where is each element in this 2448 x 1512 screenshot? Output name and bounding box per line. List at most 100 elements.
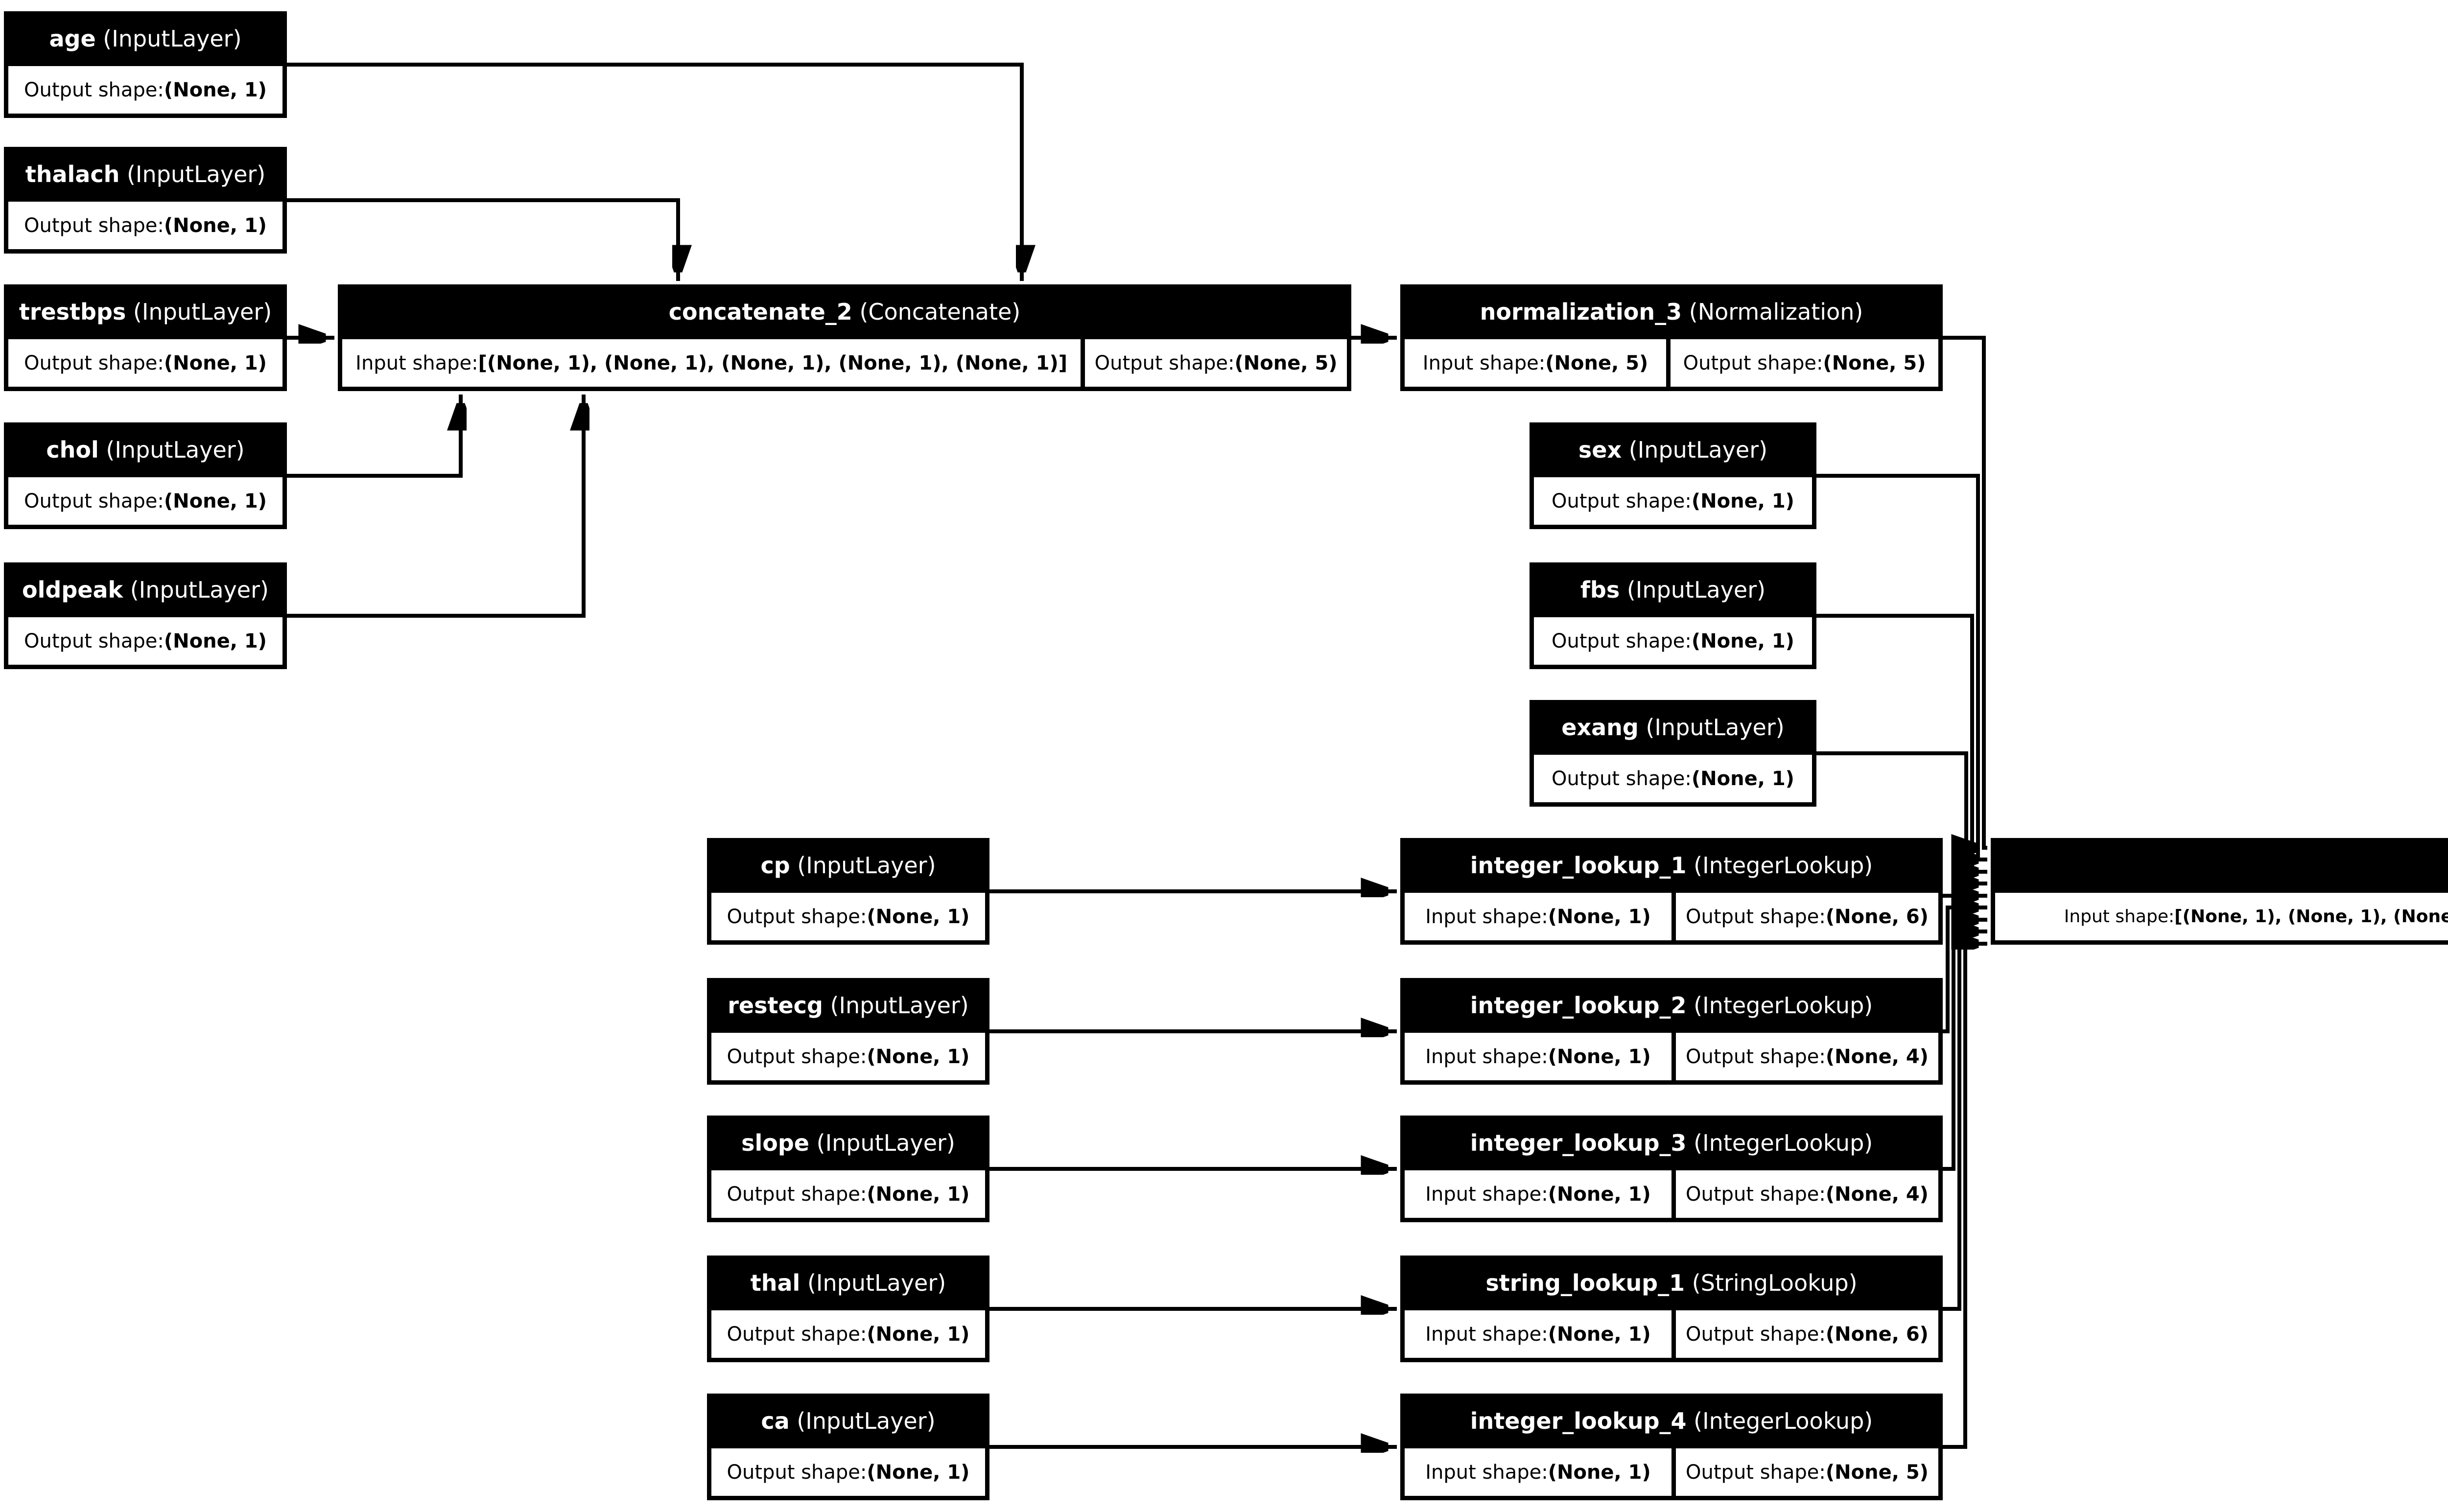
output-shape-label: Output shape: — [24, 351, 164, 374]
input-shape-label: Input shape: — [1425, 1045, 1548, 1068]
node-shape-row: Input shape: [(None, 1), (None, 1), (Non… — [1995, 893, 2448, 940]
layer-type: (InputLayer) — [823, 992, 969, 1019]
output-shape-label: Output shape: — [1686, 905, 1826, 928]
layer-type: (InputLayer) — [1638, 714, 1785, 741]
output-shape-value: (None, 1) — [867, 905, 970, 928]
output-shape-label: Output shape: — [1552, 629, 1692, 652]
node-shape-row: Output shape: (None, 1) — [1534, 617, 1812, 665]
output-shape-value: (None, 6) — [1825, 905, 1929, 928]
output-shape-value: (None, 1) — [867, 1045, 970, 1068]
output-shape-cell: Output shape: (None, 5) — [1671, 339, 1938, 387]
input-shape-label: Input shape: — [1425, 1461, 1548, 1484]
output-shape-label: Output shape: — [1683, 351, 1823, 374]
output-shape-label: Output shape: — [1686, 1323, 1826, 1346]
node-title-slope: slope (InputLayer) — [707, 1116, 989, 1170]
node-title-thal: thal (InputLayer) — [707, 1256, 989, 1310]
node-age: age (InputLayer)Output shape: (None, 1) — [4, 11, 287, 118]
output-shape-label: Output shape: — [727, 1183, 867, 1206]
output-shape-label: Output shape: — [24, 214, 164, 237]
input-shape-cell: Input shape: (None, 1) — [1405, 1448, 1671, 1496]
layer-type: (Normalization) — [1682, 299, 1863, 325]
node-title-trestbps: trestbps (InputLayer) — [4, 284, 287, 339]
node-shape-row: Output shape: (None, 1) — [1534, 477, 1812, 525]
layer-name: exang — [1561, 714, 1639, 741]
node-string_lookup_1: string_lookup_1 (StringLookup)Input shap… — [1400, 1256, 1943, 1362]
output-shape-value: (None, 1) — [164, 78, 267, 101]
node-title-concatenate_3: concatenate_3 (Concatenate) — [1991, 838, 2448, 893]
node-shape-row: Output shape: (None, 1) — [8, 339, 282, 387]
layer-name: string_lookup_1 — [1485, 1270, 1685, 1296]
input-shape-cell: Input shape: [(None, 1), (None, 1), (Non… — [1995, 893, 2448, 940]
output-shape-value: (None, 6) — [1825, 1323, 1929, 1346]
input-shape-value: [(None, 1), (None, 1), (None, 1), (None,… — [478, 351, 1068, 374]
node-concatenate_3: concatenate_3 (Concatenate)Input shape: … — [1991, 838, 2448, 945]
layer-type: (InputLayer) — [126, 299, 272, 325]
input-shape-value: (None, 5) — [1545, 351, 1648, 374]
output-shape-label: Output shape: — [1552, 767, 1692, 790]
output-shape-label: Output shape: — [1686, 1045, 1826, 1068]
layer-type: (IntegerLookup) — [1686, 852, 1873, 879]
output-shape-label: Output shape: — [727, 1323, 867, 1346]
node-title-oldpeak: oldpeak (InputLayer) — [4, 562, 287, 617]
output-shape-value: (None, 1) — [164, 629, 267, 652]
layer-type: (IntegerLookup) — [1686, 1408, 1873, 1434]
layer-type: (Concatenate) — [852, 299, 1021, 325]
layer-name: concatenate_2 — [668, 299, 852, 325]
layer-type: (IntegerLookup) — [1686, 1130, 1873, 1156]
output-shape-cell: Output shape: (None, 5) — [1676, 1448, 1938, 1496]
node-shape-row: Input shape: (None, 1)Output shape: (Non… — [1405, 1310, 1938, 1358]
output-shape-label: Output shape: — [24, 629, 164, 652]
node-shape-row: Output shape: (None, 1) — [711, 1448, 985, 1496]
edge-thalach-to-concatenate_2 — [287, 198, 678, 281]
node-shape-row: Input shape: (None, 1) Output shape: (Non… — [1405, 1033, 1938, 1080]
output-shape-value: (None, 1) — [1691, 489, 1794, 512]
input-shape-cell: Input shape: (None, 1) — [1405, 1033, 1671, 1080]
output-shape-cell: Output shape: (None, 5) — [1085, 339, 1347, 387]
layer-type: (InputLayer) — [1622, 437, 1768, 463]
input-shape-label: Input shape: — [2064, 907, 2175, 927]
layer-type: (InputLayer) — [1620, 577, 1766, 603]
node-shape-row: Output shape: (None, 1) — [1534, 755, 1812, 802]
output-shape-label: Output shape: — [1552, 489, 1692, 512]
output-shape-value: (None, 5) — [1823, 351, 1926, 374]
node-shape-row: Output shape: (None, 1) — [8, 477, 282, 525]
node-title-fbs: fbs (InputLayer) — [1530, 562, 1816, 617]
edge-normalization_3-to-concatenate_3 — [1943, 336, 1987, 848]
output-shape-cell: Output shape: (None, 1) — [1534, 617, 1812, 665]
edges-group — [287, 63, 1987, 1447]
node-ca: ca (InputLayer)Output shape: (None, 1) — [707, 1394, 989, 1500]
layer-name: thal — [750, 1270, 800, 1296]
layer-name: normalization_3 — [1480, 299, 1682, 325]
output-shape-label: Output shape: — [727, 1461, 867, 1484]
layer-name: oldpeak — [22, 577, 123, 603]
node-fbs: fbs (InputLayer)Output shape: (None, 1) — [1530, 562, 1816, 669]
output-shape-label: Output shape: — [1094, 351, 1235, 374]
input-shape-label: Input shape: — [1425, 905, 1548, 928]
edge-sex-to-concatenate_3 — [1816, 474, 1987, 860]
node-sex: sex (InputLayer)Output shape: (None, 1) — [1530, 422, 1816, 529]
layer-type: (InputLayer) — [809, 1130, 955, 1156]
edge-chol-to-concatenate_2 — [287, 395, 461, 478]
edge-oldpeak-to-concatenate_2 — [287, 395, 584, 618]
layer-name: chol — [46, 437, 99, 463]
input-shape-value: (None, 1) — [1548, 1461, 1651, 1484]
node-shape-row: Output shape: (None, 1) — [711, 1310, 985, 1358]
node-title-normalization_3: normalization_3 (Normalization) — [1400, 284, 1943, 339]
node-title-cp: cp (InputLayer) — [707, 838, 989, 893]
node-thalach: thalach (InputLayer)Output shape: (None,… — [4, 147, 287, 254]
layer-name: cp — [760, 852, 790, 879]
input-shape-value: (None, 1) — [1548, 1045, 1651, 1068]
input-shape-label: Input shape: — [355, 351, 478, 374]
node-title-age: age (InputLayer) — [4, 11, 287, 66]
input-shape-cell: Input shape: (None, 5) — [1405, 339, 1667, 387]
node-title-ca: ca (InputLayer) — [707, 1394, 989, 1448]
output-shape-cell: Output shape: (None, 1) — [8, 66, 282, 114]
output-shape-cell: Output shape: (None, 1) — [8, 339, 282, 387]
layer-name: restecg — [728, 992, 823, 1019]
input-shape-label: Input shape: — [1425, 1323, 1548, 1346]
layer-type: (InputLayer) — [800, 1270, 946, 1296]
layer-type: (InputLayer) — [789, 1408, 936, 1434]
layer-name: integer_lookup_3 — [1470, 1130, 1687, 1156]
output-shape-cell: Output shape: (None, 6) — [1676, 1310, 1938, 1358]
layer-name: integer_lookup_2 — [1470, 992, 1687, 1019]
